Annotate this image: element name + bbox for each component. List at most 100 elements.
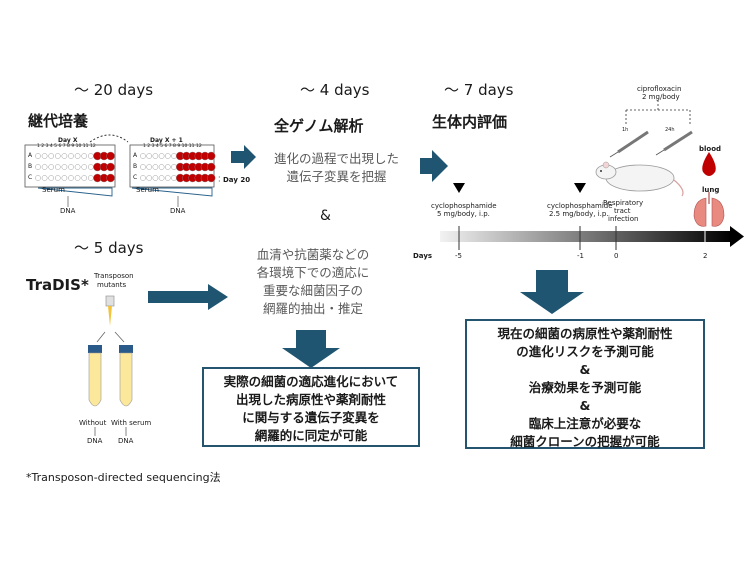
- arrow-to-invivo: [420, 150, 448, 182]
- genome-text-1-line2: 遺伝子変異を把握: [286, 169, 387, 184]
- tick-minus5: -5: [455, 252, 462, 260]
- plate-well: [48, 175, 55, 181]
- days-5: ～ 5 days: [74, 239, 144, 257]
- serum-label-2: Serum: [136, 186, 159, 194]
- plate-well: [41, 153, 48, 159]
- tradis-title: TraDIS*: [26, 276, 89, 294]
- genome-text-1: 進化の過程で出現した 遺伝子変異を把握: [254, 150, 419, 186]
- plate-well: [158, 164, 165, 170]
- genome-text-2-line3: 重要な細菌因子の: [262, 283, 363, 298]
- plate-well: [206, 162, 216, 172]
- plate1-columns: 1 2 3 4 5 6 7 8 9 10 11 12: [37, 144, 96, 149]
- plate-well: [164, 175, 171, 181]
- plate-well: [55, 153, 61, 159]
- syringe-1h: [609, 130, 649, 158]
- svg-text:·: ·: [218, 173, 221, 182]
- plate-well: [140, 164, 146, 170]
- day-x-label: Day X: [58, 137, 78, 144]
- tube-with-serum: [119, 345, 133, 407]
- plate-well: [152, 153, 159, 159]
- plate-well: [88, 153, 94, 159]
- tick-2: 2: [703, 252, 708, 260]
- plate-well: [61, 153, 68, 159]
- passage-culture-title: 継代培養: [28, 112, 89, 130]
- plate-well: [55, 164, 61, 170]
- plate-well: [68, 153, 74, 159]
- cyclo1-name: cyclophosphamide: [431, 202, 497, 210]
- right-box-amp2: &: [579, 398, 591, 413]
- plate-well: [55, 175, 61, 181]
- middle-box-line4: 網羅的に同定が可能: [254, 428, 368, 443]
- right-box-line2: の進化リスクを予測可能: [516, 344, 654, 359]
- plate-day-x1: [129, 144, 216, 188]
- tick-minus1: -1: [577, 252, 584, 260]
- day-x1-label: Day X + 1: [150, 137, 183, 144]
- plate2-row-c: C: [133, 174, 138, 181]
- ampersand-middle: &: [320, 208, 331, 224]
- cyclo2-dose: 2.5 mg/body, i.p.: [549, 210, 609, 218]
- time-1h: 1h: [622, 127, 629, 133]
- resp-line1: Respiratory: [603, 199, 644, 207]
- cipro-bracket: [625, 100, 691, 126]
- mutants-label: mutants: [97, 281, 127, 289]
- dna-label-1: DNA: [60, 207, 76, 215]
- right-result-box: 現在の細菌の病原性や薬剤耐性 の進化リスクを予測可能 & 治療効果を予測可能 &…: [465, 319, 705, 449]
- plate-well: [68, 164, 74, 170]
- plate-well: [74, 153, 81, 159]
- plate-well: [171, 175, 177, 181]
- plate-well: [48, 153, 55, 159]
- mouse-illustration: [595, 161, 684, 197]
- genome-text-2-line2: 各環境下での適応に: [256, 265, 370, 280]
- plate-well: [158, 175, 165, 181]
- right-box-amp1: &: [579, 362, 591, 377]
- plate-well: [106, 162, 115, 172]
- plate-well: [146, 175, 152, 181]
- resp-line2: tract: [614, 207, 631, 215]
- transposon-pipette: [96, 295, 125, 343]
- plate-well: [164, 164, 171, 170]
- plate-well: [152, 175, 159, 181]
- transposon-label: Transposon: [94, 272, 134, 280]
- transfer-curve-arrow: [89, 134, 129, 143]
- arrow-tradis: [148, 284, 228, 310]
- plate-well: [61, 164, 68, 170]
- plate-well: [81, 164, 87, 170]
- middle-box-line2: 出現した病原性や薬剤耐性: [235, 392, 386, 407]
- day-20-label: Day 20: [223, 176, 251, 184]
- plate-well: [146, 153, 152, 159]
- time-24h: 24h: [665, 127, 675, 133]
- plate-well: [171, 164, 177, 170]
- serum-wedge-1: [37, 187, 113, 197]
- plate-well: [74, 164, 81, 170]
- plate-well: [41, 175, 48, 181]
- days-axis-label: Days: [413, 252, 433, 260]
- without-label: Without: [79, 419, 107, 427]
- plate-well: [206, 173, 216, 183]
- cyclo1-dose: 5 mg/body, i.p.: [437, 210, 490, 218]
- serum-wedge-2: [131, 187, 213, 197]
- in-vivo-title: 生体内評価: [432, 113, 508, 131]
- genome-analysis-title: 全ゲノム解析: [274, 117, 364, 135]
- plate-well: [81, 175, 87, 181]
- middle-box-line3: に関与する遺伝子変異を: [242, 410, 380, 425]
- dose-marker-1: [453, 183, 465, 193]
- plate-well: [41, 164, 48, 170]
- blood-label: blood: [699, 145, 722, 153]
- plate-well: [81, 153, 87, 159]
- plate-well: [106, 151, 115, 161]
- tick-0: 0: [614, 252, 619, 260]
- genome-text-2-line1: 血清や抗菌薬などの: [256, 247, 370, 262]
- svg-text:·: ·: [218, 177, 221, 186]
- dna-label-3: DNA: [87, 437, 103, 445]
- right-box-line5: 細菌クローンの把握が可能: [510, 434, 660, 449]
- plate-well: [74, 175, 81, 181]
- plate-day-x: [24, 144, 116, 188]
- plate-well: [61, 175, 68, 181]
- plate-well: [158, 153, 165, 159]
- plate-well: [140, 175, 146, 181]
- genome-text-2-line4: 網羅的抽出・推定: [262, 301, 363, 316]
- cyclo2-name: cyclophosphamide: [547, 202, 613, 210]
- plate-well: [68, 175, 74, 181]
- plate-well: [35, 153, 41, 159]
- footnote: *Transposon-directed sequencing法: [26, 471, 221, 484]
